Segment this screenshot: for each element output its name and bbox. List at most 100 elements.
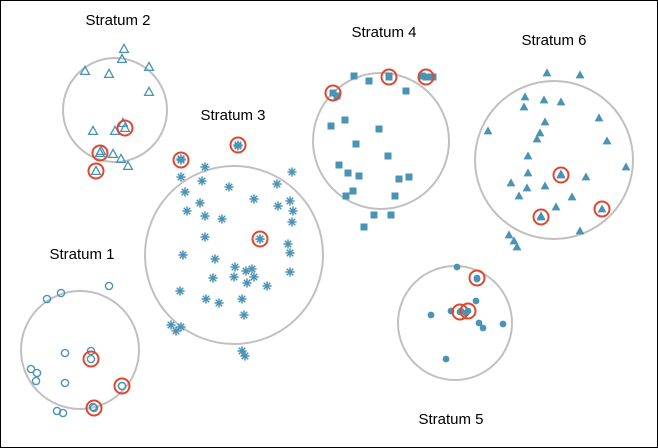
data-point [499,320,507,328]
data-point [472,297,480,305]
data-point [355,172,363,180]
stratum-1-group: Stratum 1 [20,246,140,418]
stratum-4-points [324,68,437,231]
data-point [247,264,257,274]
data-point [87,125,99,136]
data-point [402,87,410,95]
data-point [60,378,70,388]
sampled-highlight-ring [380,68,398,86]
data-point [464,307,472,315]
data-point [365,77,373,85]
data-point [42,294,52,304]
data-point [329,89,337,97]
data-point [272,179,282,189]
sampled-highlight-ring [82,350,100,368]
data-point [335,161,343,169]
data-point [79,65,91,76]
sampled-highlight-ring [251,230,269,248]
data-point [26,364,36,374]
data-point [115,153,127,164]
data-point [352,140,360,148]
stratum-5-boundary [397,265,513,381]
data-point [370,211,378,219]
data-point [385,73,393,81]
stratum-2-group: Stratum 2 [62,12,168,180]
data-point [567,192,577,201]
data-point [208,273,218,283]
data-point [86,346,96,356]
data-point [342,192,350,200]
sampled-highlight-ring [91,144,109,162]
data-point [176,155,186,165]
data-point [422,73,430,81]
data-point [58,408,68,418]
data-point [285,267,295,277]
data-point [512,242,522,251]
data-point [350,72,358,80]
stratum-6-label: Stratum 6 [521,32,586,49]
data-point [178,250,188,260]
stratum-6-group: Stratum 6 [474,32,634,251]
data-point [60,348,70,358]
data-point [536,212,546,221]
data-point [621,162,631,171]
data-point [175,286,185,296]
data-point [94,147,106,158]
data-point [249,272,259,282]
stratum-1-points [26,281,131,418]
data-point [535,128,545,137]
sampled-highlight-ring [552,166,570,184]
data-point [171,326,181,336]
data-point [31,376,41,386]
sampled-highlight-ring [87,162,105,180]
stratum-3-boundary [144,165,324,345]
data-point [201,294,211,304]
sampled-highlight-ring [593,200,611,218]
data-point [523,168,533,177]
data-point [581,172,591,181]
stratum-4-group: Stratum 4 [312,24,450,231]
stratum-6-boundary [474,80,634,240]
data-point [288,206,298,216]
stratum-4-boundary [312,72,450,210]
sampled-highlight-ring [229,136,247,154]
data-point [89,403,99,413]
data-point [442,355,450,363]
data-point [88,402,98,412]
data-point [341,116,349,124]
data-point [479,324,487,332]
stratum-2-boundary [62,57,168,163]
data-point [597,204,607,213]
data-point [483,126,493,135]
data-point [523,151,533,160]
data-point [200,162,210,172]
data-point [117,381,127,391]
data-point [214,298,224,308]
data-point [542,68,552,77]
data-point [176,172,186,182]
data-point [197,176,207,186]
data-point [387,211,395,219]
data-point [509,236,519,245]
sampled-highlight-ring [172,151,190,169]
data-point [262,281,272,291]
data-point [285,248,295,258]
data-point [473,274,481,282]
data-point [287,217,297,227]
data-point [119,122,131,133]
data-point [539,95,549,104]
data-point [418,72,426,80]
data-point [233,140,243,150]
stratum-4-label: Stratum 4 [351,24,416,41]
data-point [237,294,247,304]
data-point [273,201,283,211]
sampled-highlight-ring [459,302,477,320]
data-point [217,214,227,224]
data-point [391,192,399,200]
data-point [200,232,210,242]
data-point [32,368,42,378]
stratum-5-points [427,263,507,363]
stratum-5-label: Stratum 5 [418,411,483,428]
